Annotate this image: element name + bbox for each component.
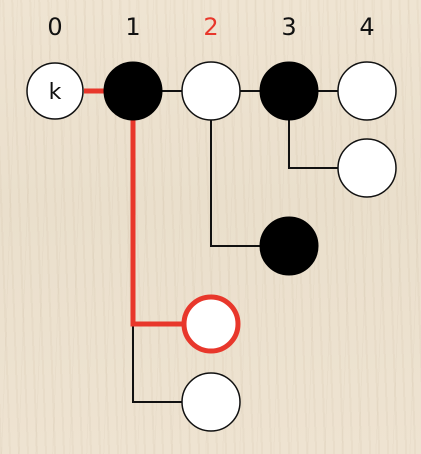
black-stone-node[interactable] bbox=[259, 61, 319, 121]
current-move-node[interactable] bbox=[181, 294, 241, 354]
column-label-3: 3 bbox=[281, 13, 297, 41]
white-stone-node[interactable] bbox=[181, 372, 241, 432]
white-stone-node[interactable] bbox=[337, 61, 397, 121]
active-path-line bbox=[130, 91, 190, 327]
root-node-label: k bbox=[49, 80, 62, 105]
column-label-1: 1 bbox=[125, 13, 141, 41]
white-stone-node[interactable] bbox=[337, 138, 397, 198]
column-label-0: 0 bbox=[47, 13, 63, 41]
black-stone-node[interactable] bbox=[259, 216, 319, 276]
root-node[interactable]: k bbox=[26, 62, 84, 120]
column-label-4: 4 bbox=[359, 13, 375, 41]
black-stone-node[interactable] bbox=[103, 61, 163, 121]
column-label-2: 2 bbox=[203, 13, 219, 41]
white-stone-node[interactable] bbox=[181, 61, 241, 121]
